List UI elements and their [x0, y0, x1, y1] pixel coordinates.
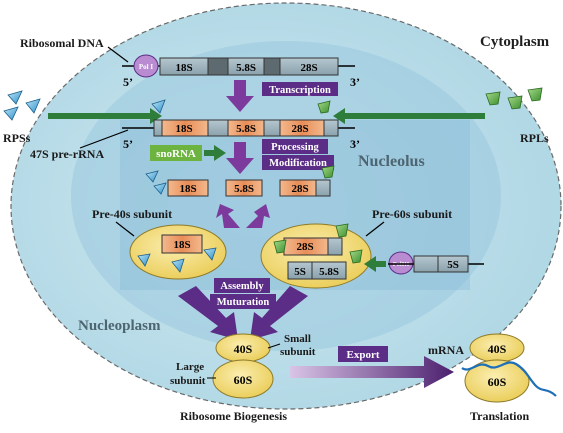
mature-58s	[225, 179, 263, 197]
mature-28s-tail	[315, 179, 331, 197]
pre40-18s	[161, 234, 203, 254]
mature-18s	[167, 179, 209, 197]
dna-label-18s: 18S	[175, 62, 192, 74]
nucleoplasm-label: Nucleoplasm	[78, 318, 161, 334]
rpls-label: RPLs	[520, 131, 549, 145]
free-rps	[145, 170, 167, 195]
pol1-label: Pol I	[139, 63, 153, 71]
pol3-label-5s: 5S	[447, 259, 459, 271]
ribosome-label-40s: 40S	[234, 342, 253, 356]
dna-segment-dark1	[207, 57, 229, 76]
bound-rps	[151, 99, 166, 114]
transcription-arrow	[226, 80, 254, 112]
mature-label-58s: 5.8S	[234, 183, 254, 195]
dna-5prime: 5’	[123, 75, 133, 89]
mrna-label: mRNA	[428, 343, 464, 357]
bound-rpl	[317, 100, 331, 114]
rps-import-arrow	[48, 108, 162, 124]
cytoplasm-label: Cytoplasm	[480, 34, 550, 50]
large-subunit-label-2: subunit	[170, 375, 206, 387]
mature-label-18s: 18S	[179, 183, 196, 195]
ribosome-biogenesis-label: Ribosome Biogenesis	[180, 409, 287, 423]
large-subunit-label-1: Large	[176, 361, 204, 373]
pre-rrna-label-18s: 18S	[175, 123, 192, 135]
pre60-28s-tail	[327, 237, 343, 256]
dna-label-28s: 28S	[300, 62, 317, 74]
pre-rrna-pointer	[79, 129, 129, 149]
dna-segment-28	[279, 57, 339, 76]
pre-rrna-label-58s: 5.8S	[236, 123, 256, 135]
pre-rrna-label: 47S pre-rRNA	[30, 147, 104, 161]
free-rpl	[321, 165, 335, 179]
modification-box	[262, 155, 334, 170]
rps-proteins	[3, 90, 41, 121]
pre40-label-18s: 18S	[173, 239, 190, 251]
pre40-label: Pre-40s subunit	[92, 207, 172, 221]
pol1-enzyme	[133, 54, 159, 78]
pre-rrna-spacer3	[263, 119, 281, 137]
snorna-arrow	[204, 145, 226, 161]
ribosomal-dna-label: Ribosomal DNA	[20, 36, 104, 50]
processing-label: Processing	[271, 142, 319, 153]
pol3-segment-5s	[437, 255, 469, 273]
dna-3prime: 3’	[350, 75, 360, 89]
small-subunit-pointer	[267, 343, 281, 349]
dna-label-58s: 5.8S	[236, 62, 256, 74]
small-subunit-label-2: subunit	[280, 346, 316, 358]
translation-label: Translation	[470, 409, 529, 423]
transcription-label: Transcription	[269, 85, 331, 96]
maturation-arrow-right	[250, 286, 308, 340]
muturation-box	[210, 294, 276, 309]
rpss-label: RPSs	[3, 131, 31, 145]
pre40-pointer	[115, 221, 135, 237]
small-subunit-label-1: Small	[284, 333, 311, 345]
pre60-label-28s: 28S	[296, 241, 313, 253]
assembly-arrow-right	[246, 204, 270, 228]
ribosome-label-60s: 60S	[234, 373, 253, 387]
ribosomal-dna-pointer	[107, 46, 129, 63]
assembly-arrow-left	[216, 204, 240, 228]
export-label: Export	[347, 349, 380, 361]
pre-rrna-label-28s: 28S	[291, 123, 308, 135]
transcription-box	[262, 82, 338, 96]
rpl-import-arrow	[333, 108, 485, 124]
pre60-58s	[311, 261, 347, 280]
pre-rrna-3prime: 3’	[350, 137, 360, 151]
dna-segment-dark2	[263, 57, 281, 76]
snorna-box	[150, 145, 202, 161]
pol3-enzyme	[388, 251, 414, 275]
export-arrow	[290, 356, 454, 388]
pre-rrna-spacer4	[323, 119, 339, 137]
cyto-label-40s: 40S	[488, 342, 507, 356]
modification-label: Modification	[269, 158, 327, 169]
five-s-import-arrow	[364, 256, 386, 272]
mature-label-28s: 28S	[291, 183, 308, 195]
pre-rrna-spacer2	[207, 119, 229, 137]
rpl-proteins	[485, 87, 543, 110]
export-box	[338, 346, 388, 362]
pol3-segment-a	[413, 255, 439, 273]
cyto-ribosome-60s	[464, 359, 530, 403]
pre60-label-5s: 5S	[294, 266, 306, 278]
pre-rrna-5prime: 5’	[123, 137, 133, 151]
maturation-arrow-left	[178, 286, 238, 340]
processing-box	[262, 139, 328, 154]
muturation-label: Muturation	[217, 297, 270, 308]
mrna-strand	[461, 361, 557, 397]
pre-rrna-spacer1	[153, 119, 163, 137]
pre60-pointer	[365, 221, 385, 237]
pre60-label: Pre-60s subunit	[372, 207, 452, 221]
cyto-label-60s: 60S	[488, 375, 507, 389]
pre60-proteins	[273, 223, 363, 264]
assembly-label: Assembly	[220, 281, 264, 292]
pre60-label-58s: 5.8S	[319, 266, 339, 278]
nucleolus-label: Nucleolus	[358, 153, 425, 170]
pre40-proteins	[137, 247, 217, 273]
ribosome-60s	[212, 359, 274, 399]
processing-arrow	[226, 142, 254, 174]
assembly-box	[214, 278, 270, 293]
snorna-label: snoRNA	[156, 148, 196, 160]
